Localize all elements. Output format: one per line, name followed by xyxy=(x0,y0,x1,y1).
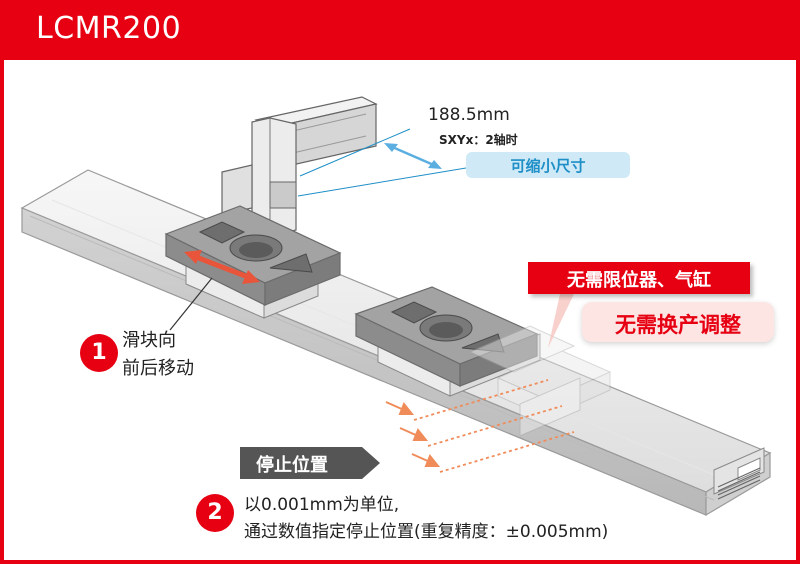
feature2-line1: 以0.001mm为单位, xyxy=(244,495,400,515)
no-change-callout-text: 无需换产调整 xyxy=(615,313,741,337)
header-bar: LCMR200 xyxy=(0,0,800,60)
model-title: LCMR200 xyxy=(36,11,182,46)
feature2-text: 以0.001mm为单位, 通过数值指定停止位置(重复精度：±0.005mm) xyxy=(244,492,608,546)
callout-pointer xyxy=(548,294,574,348)
feature2-line2: 通过数值指定停止位置(重复精度：±0.005mm) xyxy=(244,522,609,542)
slider-table-2 xyxy=(354,286,541,397)
end-cap-grille xyxy=(717,467,761,500)
feature1-number-badge: 1 xyxy=(80,334,118,372)
stop-position-markers xyxy=(385,379,575,473)
feature1-text: 滑块向 前后移动 xyxy=(122,327,194,383)
ghost-slider xyxy=(468,325,612,437)
stop-position-tag: 停止位置 xyxy=(240,447,380,479)
triangle-recess-icon xyxy=(269,253,313,273)
square-recess-icon xyxy=(198,221,246,244)
compact-callout-text: 可缩小尺寸 xyxy=(510,157,586,175)
dimension-arrow-icon xyxy=(389,144,437,168)
no-limit-callout: 无需限位器、气缸 xyxy=(528,262,750,294)
feature1-line2: 前后移动 xyxy=(122,358,194,379)
dimension-note: SXYx：2轴时 xyxy=(439,133,518,147)
feature1-leader xyxy=(169,277,213,331)
compact-callout: 可缩小尺寸 xyxy=(466,152,630,178)
dimension-indicator xyxy=(297,128,467,197)
no-limit-callout-text: 无需限位器、气缸 xyxy=(567,270,711,291)
stop-position-tag-text: 停止位置 xyxy=(256,455,328,476)
orange-arrow-icon xyxy=(385,401,441,467)
double-arrow-icon xyxy=(184,250,260,284)
dimension-length: 188.5mm xyxy=(428,105,510,125)
stop-tag-shape xyxy=(240,447,380,479)
feature1-line1: 滑块向 xyxy=(122,330,176,351)
feature2-number-badge: 2 xyxy=(196,494,234,532)
no-change-callout: 无需换产调整 xyxy=(582,302,774,342)
